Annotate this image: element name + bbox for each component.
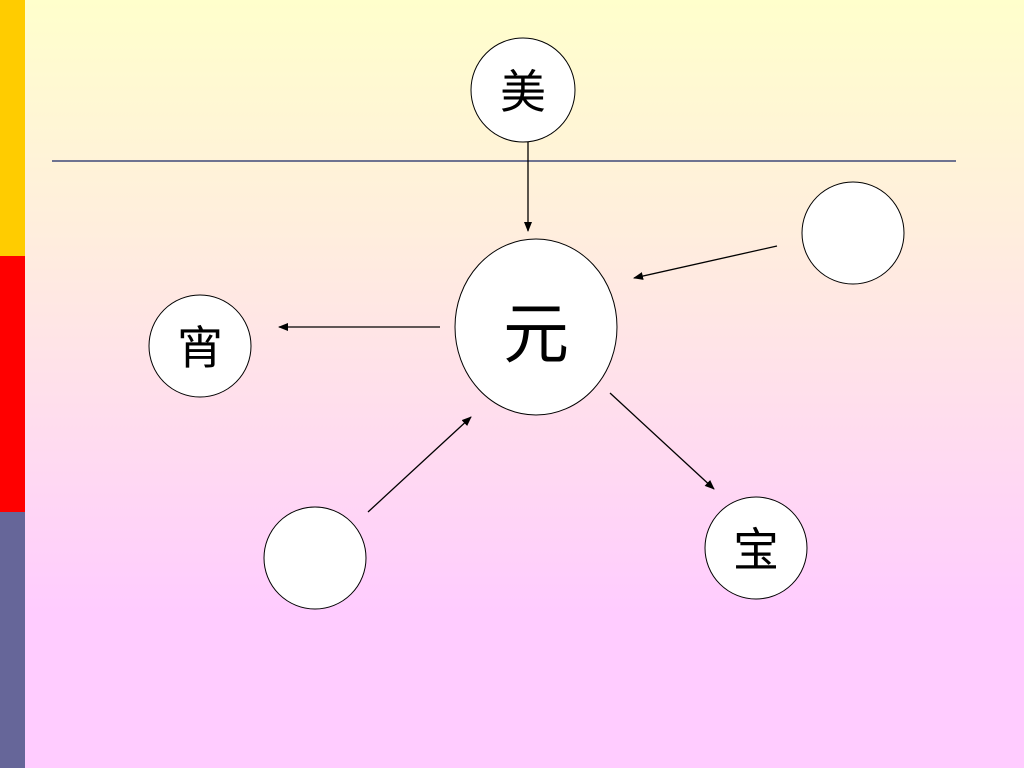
arrow-right-to-center	[633, 245, 778, 280]
node-top-label: 美	[500, 65, 546, 119]
node-center: 元	[454, 238, 618, 416]
arrow-center-to-bottom-right	[609, 392, 715, 490]
side-bar-red	[0, 256, 25, 512]
node-left: 宵	[148, 294, 252, 398]
side-bar-yellow	[0, 0, 25, 256]
node-bottom-right: 宝	[704, 496, 808, 600]
node-top: 美	[470, 37, 576, 143]
side-bar-slate	[0, 512, 25, 768]
node-bottom-right-label: 宝	[733, 523, 779, 577]
node-left-label: 宵	[177, 321, 223, 375]
node-center-label: 元	[503, 296, 569, 373]
node-right-blank	[801, 181, 905, 285]
arrow-bottom-left-to-center	[367, 416, 472, 513]
node-bottom-left-blank	[263, 506, 367, 610]
